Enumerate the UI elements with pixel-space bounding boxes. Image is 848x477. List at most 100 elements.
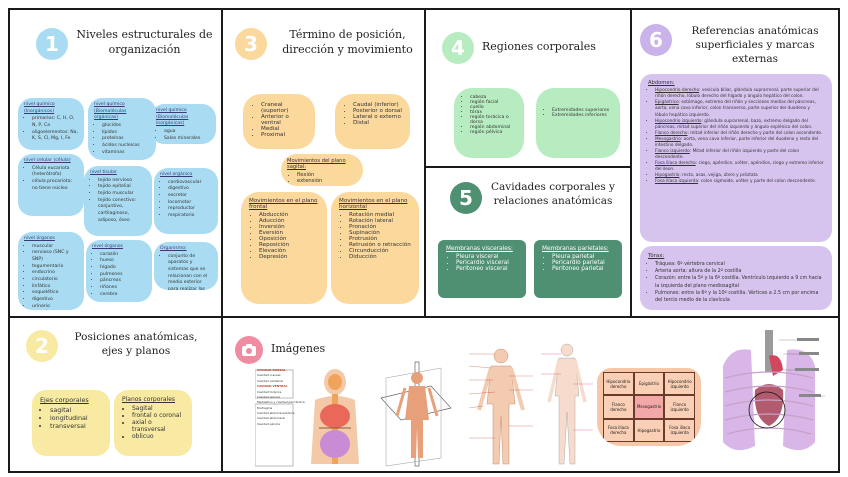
abdomen-heading: Abdomen: (648, 80, 675, 86)
planos-heading: Planos corporales (122, 396, 176, 403)
section-title-1: Niveles estructurales de organización (76, 28, 213, 56)
list-item: Flanco izquierdo: Mitad inferior del riñ… (655, 149, 824, 161)
list-item: tejido conectivo: conjuntivo, cartilagin… (98, 198, 146, 225)
list-item: Elevación (259, 248, 319, 254)
list-item: Hipogastrio: recto, asas, vejiga, útero … (655, 173, 824, 179)
section-number-3: 3 (235, 28, 267, 60)
blob-nivel: nivel órganoscorazónhuesohígadopulmonesp… (86, 240, 152, 302)
list-item: endocrino (32, 270, 78, 277)
blob-torax: Tórax: Tráquea: 6º vértebra cervicalArte… (640, 246, 832, 310)
list-item: locomotor (168, 200, 212, 207)
panel-cavidades: 5 Cavidades corporales y relaciones anat… (424, 166, 632, 318)
ejes-heading: Ejes corporales (40, 396, 89, 404)
list-item: Anterior o ventral (261, 114, 307, 126)
panel-niveles: 1 Niveles estructurales de organización … (8, 8, 223, 318)
list-item: axial o transversal (132, 419, 184, 433)
list-item: Tráquea: 6º vértebra cervical (655, 261, 824, 268)
list-item: Rotación medial (349, 212, 411, 218)
list-item: transversal (50, 422, 102, 430)
viscerales-heading: Membranas viscerales: (446, 246, 513, 252)
section-number-2: 2 (26, 330, 58, 362)
list-item: Pulmones: entre la 6º y la 10º costilla.… (655, 290, 824, 304)
list-item: Lateral o externo (353, 114, 402, 120)
list-item: Circunducción (349, 248, 411, 254)
list-item: Sales minerales (164, 136, 210, 143)
figure-label: Mediastino y cavidad pericárdica (257, 400, 305, 405)
list-item: Pericardio parietal (552, 260, 614, 266)
blob-heading: nivel tisular (90, 170, 117, 175)
list-item: región facial (470, 100, 518, 105)
blob-heading: nivel celular (célula) (24, 158, 71, 163)
torax-heading: Tórax: (648, 253, 665, 259)
list-item: Supinación (349, 230, 411, 236)
blob-planos: Planos corporales Sagitalfrontal o coron… (114, 390, 192, 456)
blob-membranas-parietales: Membranas parietales: Pleura parietalPer… (534, 240, 622, 298)
list-item: Arteria aorta: altura de la 2º costilla (655, 268, 824, 275)
figure-torax (711, 326, 837, 471)
figure-label: CAVIDAD VENTRAL (257, 384, 288, 389)
list-item: Distal (353, 120, 402, 126)
list-item: Epigástrico: estómago, extremo del riñón… (655, 100, 824, 118)
list-item: digestivo (168, 186, 212, 193)
list-item: Protrusión (349, 236, 411, 242)
blob-heading: nivel orgánico (160, 172, 193, 177)
list-item: frontal o coronal (132, 412, 184, 419)
list-item: Posterior o dorsal (353, 108, 402, 114)
list-item: Corazón: entre la 5º y la 6º costilla. V… (655, 275, 824, 289)
figure-label: Cavidad pélvica (257, 421, 280, 426)
blob-nivel: Organismo:conjunto de aparatos y sistema… (154, 242, 218, 290)
list-item: primarios: C, H, O, N, P, Ca (32, 116, 78, 129)
list-item: cabeza (470, 95, 518, 100)
list-item: esquelético (32, 290, 78, 297)
list-item: lípidos (102, 130, 150, 137)
figure-label: CAVIDAD DORSAL (257, 368, 286, 372)
blob-nivel: nivel orgánicocardiovasculardigestivoexc… (154, 168, 218, 234)
list-item: tórax (470, 110, 518, 115)
list-item: tejido epitelial (98, 184, 146, 191)
blob-direccion-2: Caudal (inferior)Posterior o dorsalLater… (335, 94, 410, 149)
frontal-heading: Movimientos en el plano frontal (249, 198, 318, 210)
camera-icon (235, 336, 263, 364)
list-item: nervioso (SNC y SNP) (32, 250, 78, 263)
figure-region-cell: Hipogastrio (633, 418, 665, 442)
list-item: longitudinal (50, 414, 102, 422)
list-item: agua (164, 129, 210, 136)
panel-referencias: 6 Referencias anatómicas superficiales y… (630, 8, 840, 318)
figure-label: Cavidad torácica (257, 389, 282, 394)
list-item: Extremidades superiores (552, 108, 614, 113)
figure-region-cell: Fosa ilíaca derecha (603, 418, 634, 442)
blob-heading: nivel órganos (92, 244, 123, 249)
list-item: linfático (32, 284, 78, 291)
blob-direccion-1: Craneal (superior)Anterior o ventralMedi… (243, 94, 315, 149)
list-item: Pericardio visceral (456, 260, 518, 266)
panel-posiciones: 2 Posiciones anatómicas, ejes y planos E… (8, 316, 223, 473)
list-item: Peritoneo visceral (456, 266, 518, 272)
list-item: Hipocondrio izquierdo: glándula suprarre… (655, 119, 824, 131)
blob-nivel: nivel tisulartejido nerviosotejido epite… (84, 166, 152, 236)
blob-regiones-1: cabezaregión facialcuellotóraxregión tor… (454, 88, 524, 158)
blob-abdomen: Abdomen: Hipocondrio derecho: vesícula b… (640, 74, 832, 242)
list-item: proteínas (102, 136, 150, 143)
list-item: Proximal (261, 132, 307, 138)
horizontal-heading: Movimientos en el plano horizontal (339, 198, 408, 210)
figure-cuerpo-posterior (541, 340, 593, 470)
list-item: cardiovascular (168, 180, 212, 187)
list-item: Craneal (superior) (261, 102, 307, 114)
panel-terminos: 3 Término de posición, dirección y movim… (221, 8, 426, 318)
figure-label: Diafragma (257, 405, 273, 410)
list-item: hígado (100, 265, 146, 272)
section-title-5: Cavidades corporales y relaciones anatóm… (490, 181, 615, 208)
list-item: región pélvica (470, 130, 518, 135)
blob-nivel: nivel químico (Inorgánicos)primarios: C,… (18, 98, 84, 150)
figure-region-cell: Mesogastrio (633, 395, 665, 419)
list-item: Fosa ilíaca izquierda: colon sigmoide, u… (655, 179, 824, 185)
list-item: Pleura visceral (456, 254, 518, 260)
list-item: oligoelementos: Na, K, S, Cl, Mg, I, Fe (32, 130, 78, 143)
section-title-3: Término de posición, dirección y movimie… (282, 28, 413, 56)
list-item: digestivo (32, 297, 78, 304)
list-item: glúcidos (102, 123, 150, 130)
list-item: páncreas (100, 278, 146, 285)
figure-label: Cavidad vertebral (257, 378, 283, 383)
figure-region-cell: Hipocondrio derecho (603, 372, 634, 396)
section-number-1: 1 (36, 28, 68, 60)
